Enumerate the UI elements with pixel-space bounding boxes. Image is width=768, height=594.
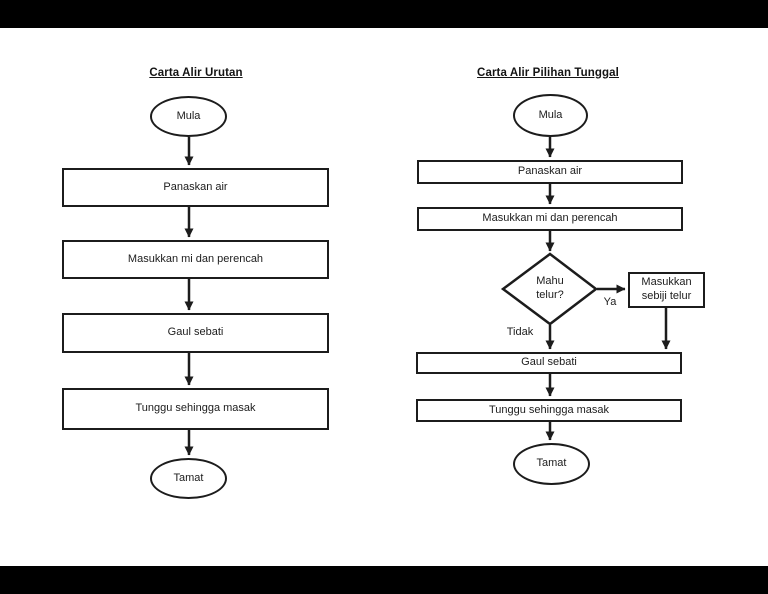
process-tunggu-masak: Tunggu sehingga masak — [416, 399, 682, 422]
process-masukkan-mi: Masukkan mi dan perencah — [417, 207, 683, 231]
process-label: Panaskan air — [163, 180, 228, 193]
branch-label-tidak: Tidak — [506, 326, 534, 338]
process-gaul-sebati: Gaul sebati — [416, 352, 682, 374]
process-label: Tunggu sehingga masak — [135, 402, 256, 415]
process-label: Panaskan air — [517, 165, 583, 178]
terminal-start: Mula — [150, 96, 227, 137]
process-gaul-sebati: Gaul sebati — [62, 313, 329, 353]
terminal-end: Tamat — [150, 458, 227, 499]
process-tunggu-masak: Tunggu sehingga masak — [62, 388, 329, 430]
chart-title: Carta Alir Urutan — [149, 67, 243, 79]
terminal-start-label: Mula — [176, 109, 201, 122]
chart-title: Carta Alir Pilihan Tunggal — [477, 67, 619, 79]
decision-diamond — [500, 252, 599, 326]
terminal-end-label: Tamat — [536, 457, 567, 470]
process-label: Masukkan mi dan perencah — [482, 212, 618, 225]
decision-label: Mahu telur? — [536, 275, 564, 301]
process-label: Masukkan sebiji telur — [641, 276, 692, 302]
process-label: Gaul sebati — [167, 326, 224, 339]
process-label: Gaul sebati — [521, 356, 577, 369]
process-label: Tunggu sehingga masak — [488, 403, 610, 416]
process-label: Masukkan mi dan perencah — [127, 252, 264, 265]
process-masukkan-mi: Masukkan mi dan perencah — [62, 240, 329, 279]
process-panaskan-air: Panaskan air — [62, 168, 329, 207]
branch-label-ya: Ya — [603, 296, 617, 308]
letterbox-top — [0, 0, 768, 28]
terminal-end-label: Tamat — [173, 471, 204, 484]
terminal-start-label: Mula — [538, 108, 563, 121]
terminal-start: Mula — [513, 94, 588, 137]
letterbox-bottom — [0, 566, 768, 594]
terminal-end: Tamat — [513, 443, 590, 485]
process-masukkan-telur: Masukkan sebiji telur — [628, 272, 705, 308]
process-panaskan-air: Panaskan air — [417, 160, 683, 184]
